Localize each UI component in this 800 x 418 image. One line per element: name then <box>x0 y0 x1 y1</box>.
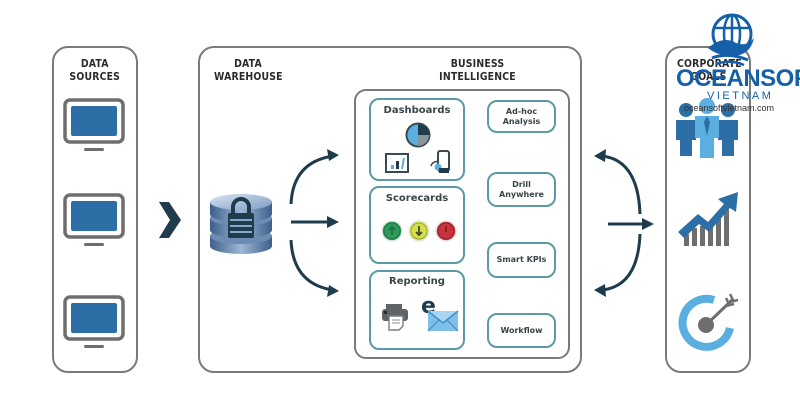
data-warehouse-title: DATA WAREHOUSE <box>214 57 283 83</box>
printer-icon <box>382 304 408 331</box>
corporate-title-line2: GOALS <box>690 70 727 83</box>
indicator-alert-icon <box>435 220 457 242</box>
email-envelope-icon <box>427 310 459 332</box>
database-lock-icon <box>210 194 272 254</box>
flow-arrows-bidirectional <box>594 149 654 297</box>
drill-anywhere-feature[interactable]: Drill Anywhere <box>487 172 556 207</box>
globe-wave-logo-icon <box>708 13 754 67</box>
watermark-sub: VIETNAM <box>707 90 774 102</box>
arrow-head-icon <box>327 149 339 161</box>
smart-kpis-label: Smart KPIs <box>496 255 547 264</box>
data-sources-title-line1: DATA <box>80 57 109 70</box>
bar-chart-icon <box>385 153 409 173</box>
warehouse-title-line2: WAREHOUSE <box>214 70 283 83</box>
monitor-icon <box>63 193 125 246</box>
flow-arrows-to-bi <box>289 149 339 297</box>
dashboards-module[interactable]: Dashboards <box>369 98 465 181</box>
bi-title-line1: BUSINESS <box>450 57 505 70</box>
drill-line1: Drill <box>512 179 531 189</box>
adhoc-line1: Ad-hoc <box>505 106 538 116</box>
workflow-feature[interactable]: Workflow <box>487 313 556 348</box>
bi-title-line2: INTELLIGENCE <box>439 70 516 83</box>
data-sources-title: DATA SOURCES <box>65 57 125 83</box>
chevron-right-icon <box>159 202 181 238</box>
drill-line2: Anywhere <box>499 189 544 199</box>
corporate-goals-title: CORPORATE GOALS <box>677 57 742 83</box>
drill-anywhere-label: Drill Anywhere <box>489 180 554 200</box>
smart-kpis-feature[interactable]: Smart KPIs <box>487 242 556 278</box>
adhoc-analysis-feature[interactable]: Ad-hoc Analysis <box>487 100 556 133</box>
scorecards-label: Scorecards <box>385 193 449 204</box>
indicator-up-icon <box>381 220 403 242</box>
corporate-title-line1: CORPORATE <box>677 57 742 70</box>
data-sources-title-line2: SOURCES <box>69 70 121 83</box>
adhoc-analysis-label: Ad-hoc Analysis <box>489 107 554 127</box>
mobile-touch-icon <box>430 150 450 173</box>
data-sources-panel: DATA SOURCES <box>52 46 138 373</box>
dashboards-label: Dashboards <box>383 105 451 116</box>
warehouse-title-line1: DATA <box>234 57 262 70</box>
monitor-icon <box>63 98 125 151</box>
watermark-url: oceansoftvietnam.com <box>684 103 775 113</box>
workflow-label: Workflow <box>500 325 543 335</box>
reporting-label: Reporting <box>389 276 445 287</box>
team-people-icon <box>676 98 738 158</box>
pie-chart-icon <box>405 122 431 148</box>
adhoc-line2: Analysis <box>502 116 541 126</box>
business-intelligence-title: BUSINESS INTELLIGENCE <box>435 57 520 83</box>
indicator-down-icon <box>408 220 430 242</box>
reporting-module[interactable]: Reporting e <box>369 270 465 350</box>
growth-chart-icon <box>678 192 738 246</box>
watermark-brand: OCEANSOFT <box>676 65 800 92</box>
monitor-icon <box>63 295 125 348</box>
scorecards-module[interactable]: Scorecards <box>369 186 465 264</box>
target-goal-icon <box>678 293 739 351</box>
